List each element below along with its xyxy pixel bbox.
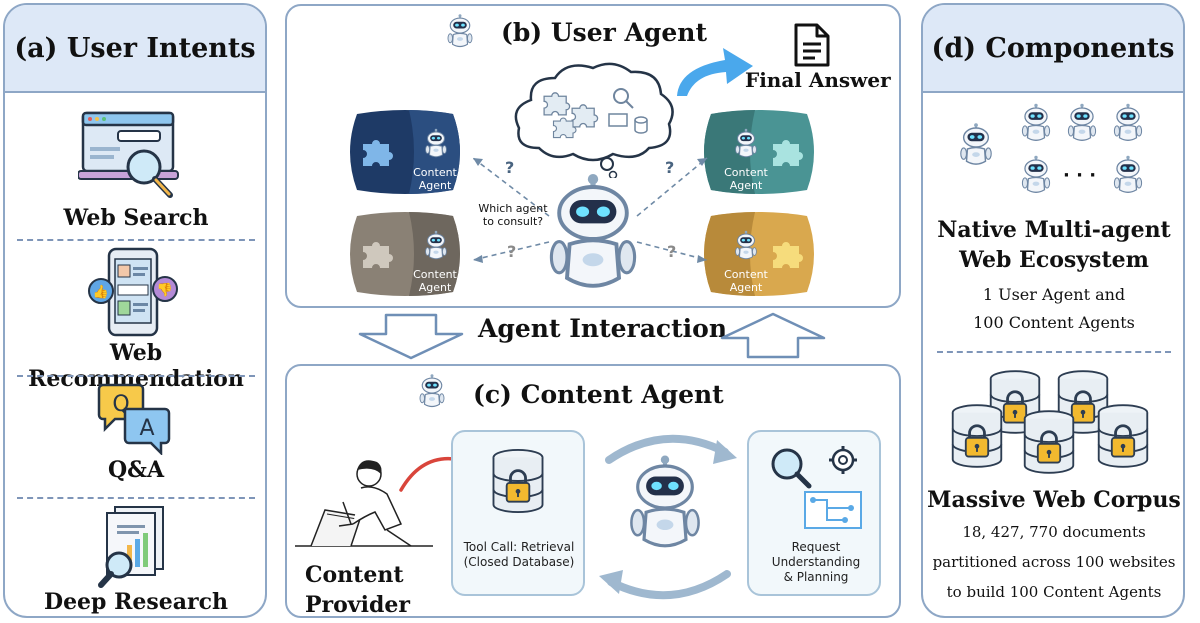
intent-label-deep-research: Deep Research (43, 589, 228, 615)
content-agent-robot-icon (1019, 155, 1053, 199)
content-agent-robot-icon (1111, 155, 1145, 199)
divider (17, 239, 255, 241)
divider (937, 351, 1171, 353)
planning-icon (771, 446, 862, 529)
final-answer-arrow (677, 48, 753, 96)
document-icon (794, 23, 830, 67)
content-agent-label: Content Agent (413, 166, 457, 192)
database-lock-icon (949, 403, 1005, 469)
intent-label-web-search: Web Search (63, 205, 209, 231)
content-agent-gold (704, 212, 814, 296)
divider (17, 375, 255, 377)
corpus-desc-line1: 18, 427, 770 documents (962, 523, 1146, 541)
question-mark: ? (665, 158, 675, 177)
divider (17, 497, 255, 499)
cycle-arrows (599, 434, 737, 600)
svg-text:👎: 👎 (157, 282, 173, 298)
thought-cloud (514, 62, 674, 178)
content-agent-header-robot-icon (417, 374, 447, 412)
content-agent-robot-icon (1019, 103, 1053, 147)
content-agent-label: Content Agent (724, 166, 768, 192)
consult-question: Which agent to consult? (478, 202, 548, 228)
question-mark: ? (505, 158, 515, 177)
down-arrow (358, 313, 464, 360)
user-agent-robot-icon (957, 123, 995, 171)
panel-content-agent: (c) Content Agent Content Provider Tool … (285, 364, 901, 618)
content-agent-robot-icon (623, 452, 707, 564)
consult-arrows (472, 157, 708, 263)
content-provider-illustration (295, 460, 433, 547)
question-mark: ? (667, 242, 677, 261)
ecosystem-desc-line2: 100 Content Agents (973, 313, 1135, 332)
agent-interaction-label: Agent Interaction (478, 314, 728, 343)
content-provider-label: Content Provider (305, 562, 410, 618)
panel-a-title: (a) User Intents (14, 32, 256, 64)
tool-call-box: Tool Call: Retrieval (Closed Database) (451, 430, 585, 596)
deep-research-icon (98, 506, 164, 588)
ecosystem-desc-line1: 1 User Agent and (982, 285, 1126, 304)
panel-c-title: (c) Content Agent (473, 380, 724, 409)
database-lock-icon (1095, 403, 1151, 469)
question-mark: ? (507, 242, 517, 261)
database-lock-icon (489, 448, 547, 514)
svg-text:👍: 👍 (93, 284, 109, 300)
ellipsis: · · · (1063, 165, 1097, 186)
request-planning-box: Request Understanding & Planning (747, 430, 881, 596)
content-agent-robot-icon (1065, 103, 1099, 147)
content-agent-robot-icon (1111, 103, 1145, 147)
ecosystem-title: Native Multi-agent Web Ecosystem (937, 217, 1171, 273)
web-search-icon (78, 111, 179, 198)
web-recommendation-icon: 👍 👎 (88, 247, 178, 337)
panel-d-header: (d) Components (923, 5, 1183, 93)
content-agent-label: Content Agent (413, 268, 457, 294)
panel-user-agent: (b) User Agent Final Answer Content Agen… (285, 4, 901, 308)
database-lock-icon (1021, 409, 1077, 475)
panel-components: (d) Components · · · Native Multi-agent … (921, 3, 1185, 618)
up-arrow (720, 312, 826, 359)
qa-icon: Q A (97, 383, 171, 455)
panel-d-title: (d) Components (931, 32, 1175, 64)
panel-user-intents: (a) User Intents Web Search 👍 👎 Web Reco… (3, 3, 267, 618)
panel-b-title: (b) User Agent (501, 18, 708, 47)
tool-call-label: Tool Call: Retrieval (Closed Database) (463, 540, 575, 569)
final-answer-label: Final Answer (745, 68, 891, 92)
content-agent-teal (704, 110, 814, 194)
intent-label-qa: Q&A (107, 457, 165, 483)
panel-a-header: (a) User Intents (5, 5, 265, 93)
request-planning-label: Request Understanding & Planning (771, 540, 861, 584)
corpus-desc-line3: to build 100 Content Agents (946, 583, 1162, 601)
user-agent-robot-icon (541, 174, 645, 304)
svg-text:A: A (139, 416, 154, 441)
corpus-title: Massive Web Corpus (927, 487, 1181, 513)
corpus-desc-line2: partitioned across 100 websites (932, 553, 1176, 571)
content-agent-label: Content Agent (724, 268, 768, 294)
